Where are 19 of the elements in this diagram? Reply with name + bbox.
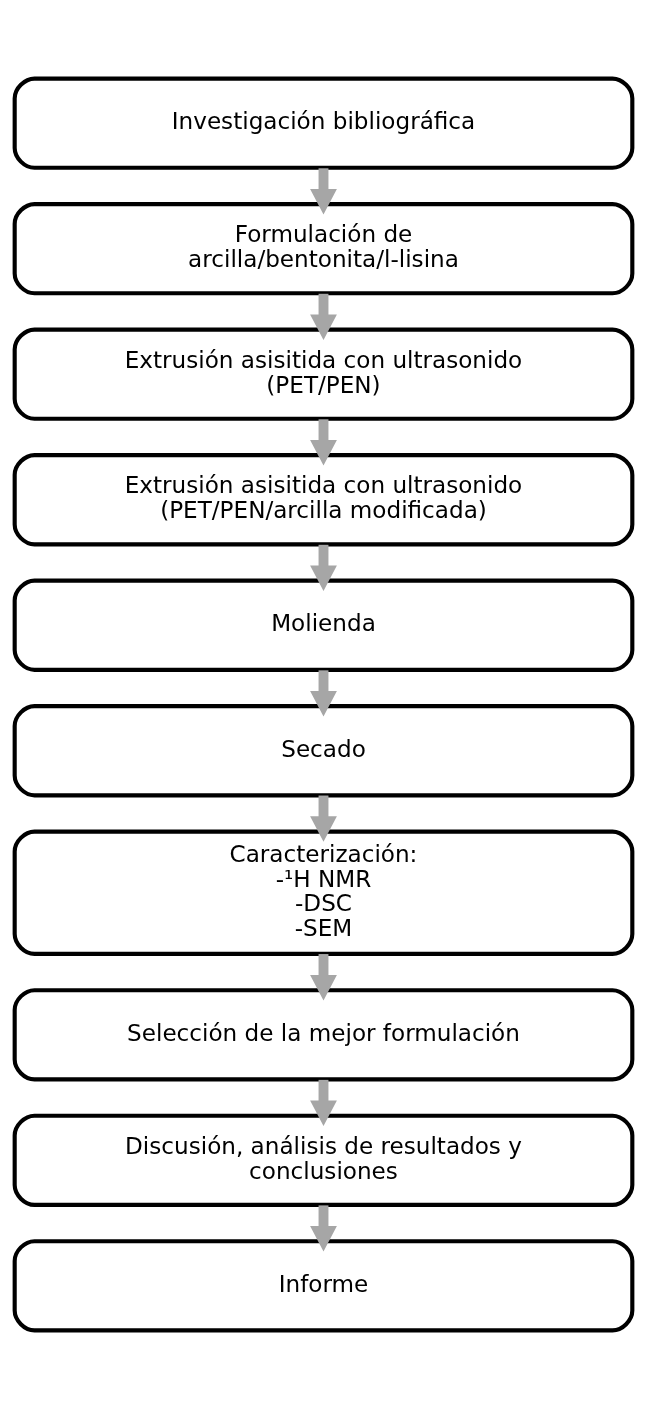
node-box: Formulación de arcilla/bentonita/l-lisina	[12, 202, 635, 296]
arrow	[310, 168, 337, 215]
arrow	[310, 795, 337, 842]
arrow	[310, 1079, 337, 1127]
arrow	[310, 419, 337, 466]
node-box: Extrusión asisitida con ultrasonido (PET/PEN/arcilla modificada)	[12, 453, 635, 547]
node-box: Discusión, análisis de resultados y conclusiones	[12, 1113, 635, 1207]
node-box: Investigación bibliográfica	[12, 76, 635, 170]
node-box: Molienda	[12, 578, 635, 672]
node-box: Extrusión asisitida con ultrasonido (PET/PEN)	[12, 327, 635, 421]
node-box: Informe	[12, 1239, 635, 1333]
arrow	[310, 954, 337, 1001]
arrow	[310, 1205, 337, 1252]
arrow	[310, 670, 337, 717]
arrow	[310, 544, 337, 591]
node-box: Caracterización: -¹H NMR -DSC -SEM	[12, 829, 635, 956]
arrow	[310, 293, 337, 340]
node-box: Selección de la mejor formulación	[12, 988, 635, 1082]
node-box: Secado	[12, 704, 635, 798]
